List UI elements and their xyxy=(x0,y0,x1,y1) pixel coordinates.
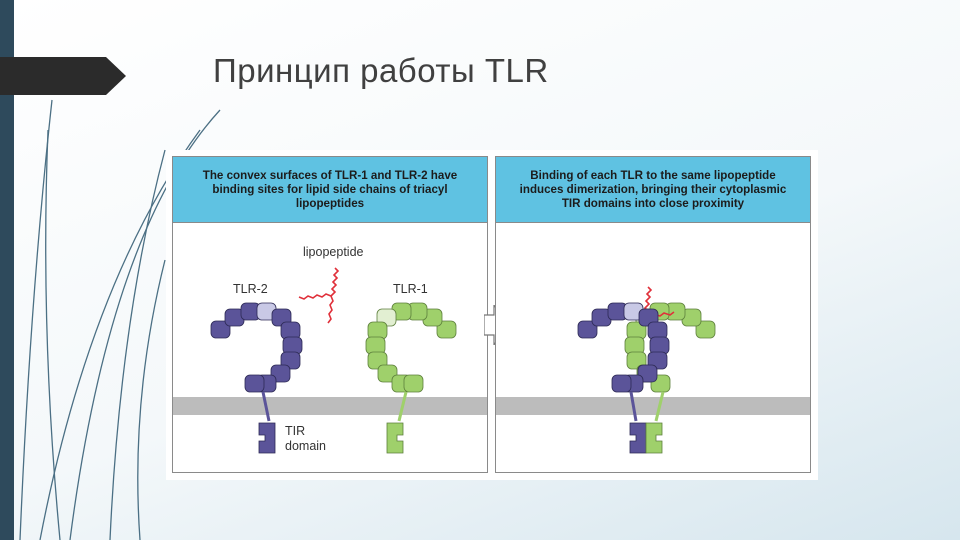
label-lipopeptide: lipopeptide xyxy=(303,245,364,259)
panel-header-right-text: Binding of each TLR to the same lipopept… xyxy=(519,168,787,210)
tlr2-receptor xyxy=(210,302,303,393)
tlr1-tir-domain xyxy=(386,422,404,454)
panel-right-diagram xyxy=(496,286,810,454)
tlr1-receptor xyxy=(365,302,457,393)
cell-membrane xyxy=(173,397,487,415)
panel-after-binding: Binding of each TLR to the same lipopept… xyxy=(495,156,811,473)
tlr2-tir-domain-bound xyxy=(629,422,647,454)
tlr1-tir-domain-bound xyxy=(645,422,663,454)
lipopeptide-molecule xyxy=(298,267,340,324)
panel-left-diagram: lipopeptide TLR-2 TIR domain TLR- xyxy=(173,245,487,454)
panel-header-left: The convex surfaces of TLR-1 and TLR-2 h… xyxy=(173,157,487,223)
tlr-figure: The convex surfaces of TLR-1 and TLR-2 h… xyxy=(166,150,818,480)
left-accent-bar xyxy=(0,0,14,540)
cell-membrane xyxy=(496,397,810,415)
label-tir-domain-line1: TIR xyxy=(285,424,305,438)
panel-header-right: Binding of each TLR to the same lipopept… xyxy=(496,157,810,223)
tlr2-receptor-bound xyxy=(577,302,670,393)
label-tir-domain-line2: domain xyxy=(285,439,326,453)
label-tlr1: TLR-1 xyxy=(393,282,428,296)
label-tlr2: TLR-2 xyxy=(233,282,268,296)
panel-before-binding: The convex surfaces of TLR-1 and TLR-2 h… xyxy=(172,156,488,473)
slide-title: Принцип работы TLR xyxy=(213,52,549,89)
panel-header-left-text: The convex surfaces of TLR-1 and TLR-2 h… xyxy=(202,168,458,210)
title-arrow-marker xyxy=(0,57,126,95)
tlr2-tir-domain xyxy=(258,422,276,454)
